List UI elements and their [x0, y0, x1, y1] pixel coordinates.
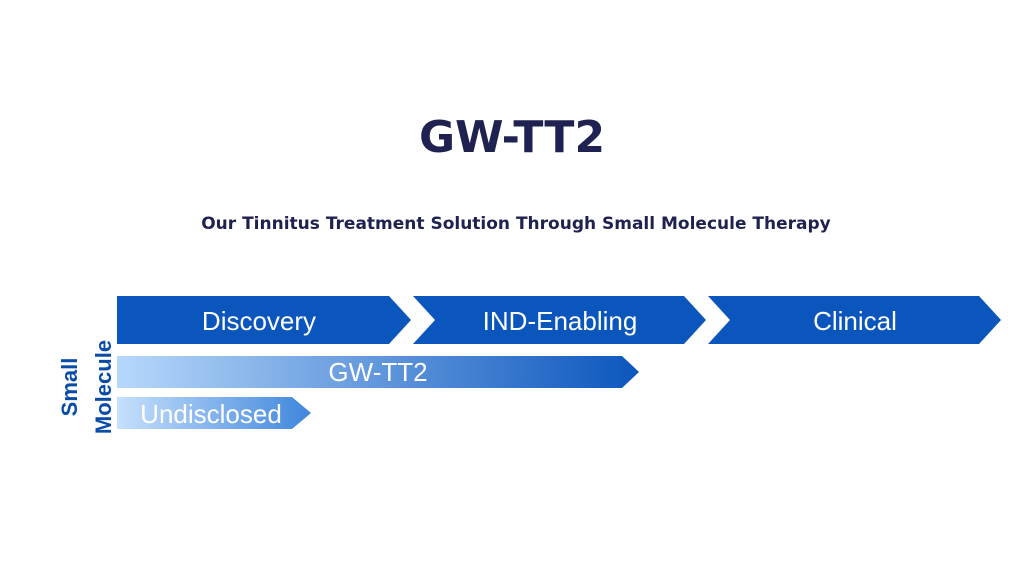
program-label-undisclosed: Undisclosed	[140, 399, 282, 429]
program-bar-undisclosed	[117, 397, 311, 429]
stage-arrow-clinical	[708, 296, 1001, 344]
stage-label-clinical: Clinical	[813, 306, 897, 336]
stage-label-discovery: Discovery	[202, 306, 316, 336]
stage-arrow-ind-enabling	[413, 296, 706, 344]
slide-title: GW-TT2	[418, 112, 606, 163]
program-bar-gw-tt2	[117, 356, 639, 388]
stage-label-ind-enabling: IND-Enabling	[483, 306, 638, 336]
stage-arrow-discovery	[117, 296, 411, 344]
slide-subtitle: Our Tinnitus Treatment Solution Through …	[201, 214, 831, 234]
program-label-gw-tt2: GW-TT2	[328, 357, 427, 387]
